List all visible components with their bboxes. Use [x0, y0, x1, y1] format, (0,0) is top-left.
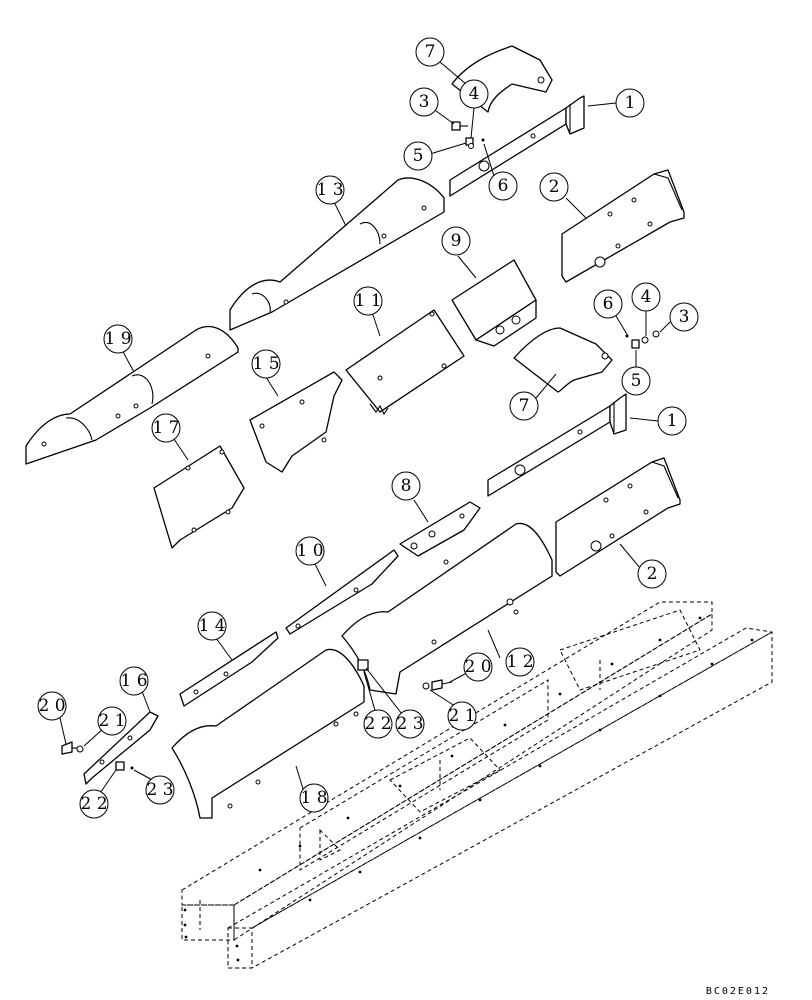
- callout-6a: 6: [488, 171, 518, 201]
- svg-text:8: 8: [401, 476, 412, 496]
- svg-text:1 8: 1 8: [300, 788, 327, 808]
- callout-8: 8: [391, 471, 421, 501]
- callout-20b: 2 0: [463, 652, 493, 682]
- callout-17: 1 7: [151, 413, 181, 443]
- svg-text:2: 2: [549, 177, 560, 197]
- svg-text:7: 7: [519, 396, 530, 416]
- callout-3b: 3: [669, 302, 699, 332]
- callout-23a: 2 3: [145, 775, 175, 805]
- part-13-long-cover: [229, 177, 445, 331]
- svg-text:2 0: 2 0: [38, 696, 65, 716]
- callout-5b: 5: [621, 366, 651, 396]
- lower-fasteners: [625, 330, 660, 349]
- svg-text:1 0: 1 0: [296, 541, 323, 561]
- callout-9: 9: [441, 226, 471, 256]
- callout-7b: 7: [509, 391, 539, 421]
- svg-text:2 3: 2 3: [396, 714, 423, 734]
- svg-text:6: 6: [603, 294, 614, 314]
- svg-text:4: 4: [641, 287, 652, 307]
- part-1-lower-bracket: [487, 393, 627, 497]
- callout-16: 1 6: [119, 666, 149, 696]
- callout-20a: 2 0: [37, 691, 67, 721]
- callout-15: 1 5: [251, 349, 281, 379]
- part-15-plate: [249, 371, 343, 473]
- svg-text:6: 6: [498, 176, 509, 196]
- part-19-cover: [25, 325, 239, 465]
- svg-text:1 9: 1 9: [104, 329, 131, 349]
- callout-2a: 2: [539, 172, 569, 202]
- part-2-lower-side-plate: [555, 457, 681, 577]
- frame-holes: [183, 616, 754, 962]
- svg-text:2 2: 2 2: [364, 714, 391, 734]
- part-18-large-cover: [171, 648, 365, 819]
- svg-text:2 3: 2 3: [146, 780, 173, 800]
- callout-13: 1 3: [315, 175, 345, 205]
- callout-4b: 4: [631, 282, 661, 312]
- callout-22b: 2 2: [363, 709, 393, 739]
- svg-text:5: 5: [413, 146, 424, 166]
- svg-text:4: 4: [469, 84, 480, 104]
- part-9-block: [451, 259, 537, 347]
- part-1-upper-bracket: [449, 95, 585, 197]
- part-7-lower-cover: [513, 327, 613, 393]
- upper-fasteners: [451, 121, 485, 149]
- svg-text:3: 3: [679, 307, 690, 327]
- callout-22a: 2 2: [79, 789, 109, 819]
- svg-text:1 4: 1 4: [198, 616, 225, 636]
- callout-2b: 2: [637, 559, 667, 589]
- svg-text:1 3: 1 3: [316, 180, 343, 200]
- svg-text:2: 2: [647, 564, 658, 584]
- svg-text:1: 1: [625, 93, 636, 113]
- callout-3a: 3: [409, 87, 439, 117]
- part-8-bracket: [399, 501, 481, 557]
- svg-text:5: 5: [631, 371, 642, 391]
- svg-text:2 0: 2 0: [464, 657, 491, 677]
- part-10-strip: [285, 549, 399, 635]
- callout-18: 1 8: [299, 783, 329, 813]
- callout-1b: 1: [657, 406, 687, 436]
- svg-text:1 5: 1 5: [252, 354, 279, 374]
- svg-text:1 6: 1 6: [120, 671, 147, 691]
- callout-12: 1 2: [505, 647, 535, 677]
- svg-text:1: 1: [667, 411, 678, 431]
- part-2-upper-side-plate: [561, 169, 685, 283]
- callout-21b: 2 1: [447, 701, 477, 731]
- callout-5a: 5: [403, 141, 433, 171]
- svg-text:1 1: 1 1: [354, 291, 381, 311]
- svg-text:1 2: 1 2: [506, 652, 533, 672]
- hardware-left: [61, 741, 134, 771]
- callout-21a: 2 1: [97, 706, 127, 736]
- svg-text:3: 3: [419, 92, 430, 112]
- callout-7a: 7: [415, 37, 445, 67]
- callout-6b: 6: [593, 289, 623, 319]
- svg-text:2 1: 2 1: [448, 706, 475, 726]
- callout-4a: 4: [459, 79, 489, 109]
- svg-text:1 7: 1 7: [152, 418, 179, 438]
- callout-14: 1 4: [197, 611, 227, 641]
- svg-text:7: 7: [425, 42, 436, 62]
- part-14-strip: [179, 631, 279, 707]
- part-11-plate: [345, 309, 465, 416]
- callout-11: 1 1: [353, 286, 383, 316]
- part-17-plate: [153, 445, 245, 549]
- svg-text:9: 9: [451, 231, 462, 251]
- chassis-frame: [181, 601, 773, 969]
- svg-text:2 1: 2 1: [98, 711, 125, 731]
- callout-10: 1 0: [295, 536, 325, 566]
- callout-19: 1 9: [103, 324, 133, 354]
- callout-1a: 1: [615, 88, 645, 118]
- callout-23b: 2 3: [395, 709, 425, 739]
- drawing-code: BC02E012: [706, 986, 770, 997]
- svg-text:2 2: 2 2: [80, 794, 107, 814]
